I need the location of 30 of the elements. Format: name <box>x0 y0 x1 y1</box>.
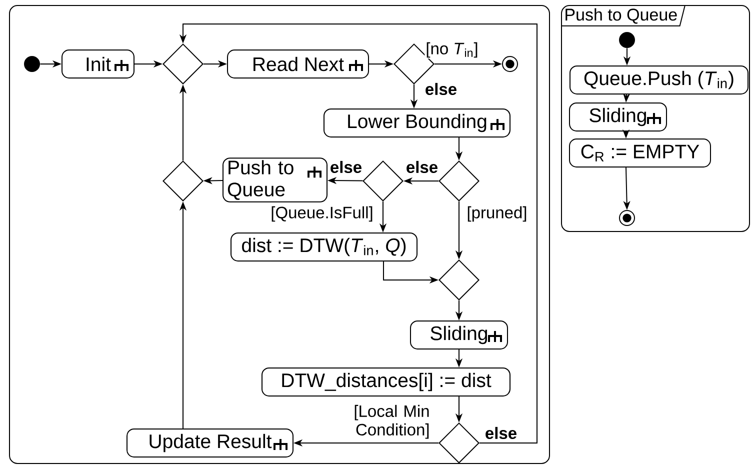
action-box: Init <box>62 50 134 78</box>
action-box: Read Next <box>227 50 369 78</box>
decision-diamond <box>162 44 204 84</box>
decision-diamond <box>362 160 404 202</box>
decision-diamond <box>438 160 480 202</box>
action-box: Update Result <box>126 428 294 458</box>
edge-label: [Local Min Condition] <box>354 404 429 439</box>
edge-label: else <box>424 82 458 96</box>
action-box: Lower Bounding <box>324 108 510 138</box>
decision-diamond <box>438 422 480 464</box>
edge-label: [Queue.IsFull] <box>270 205 374 223</box>
edge-label: else <box>404 160 440 174</box>
edge-label: else <box>484 426 518 440</box>
action-box: Sliding <box>410 320 508 350</box>
end-bullseye <box>502 56 518 72</box>
action-box: Sliding <box>569 102 667 132</box>
edge-label: else <box>328 160 364 174</box>
action-box: dist := DTW(T$_{in}$, Q) <box>230 232 418 262</box>
edge-label: [no T$_{in}$] <box>424 41 480 59</box>
edge-label: [pruned] <box>466 205 528 223</box>
action-box: Push to Queue <box>222 158 328 202</box>
action-box: C$_{R}$ := EMPTY <box>569 138 711 168</box>
start-dot <box>619 32 635 48</box>
start-dot <box>24 56 40 72</box>
action-box: DTW_distances[i] := dist <box>262 367 510 396</box>
decision-diamond <box>162 160 204 202</box>
action-box: Queue.Push (T$_{in}$) <box>570 66 748 94</box>
end-bullseye <box>619 210 635 226</box>
decision-diamond <box>438 259 480 300</box>
activity-frame <box>9 5 550 464</box>
